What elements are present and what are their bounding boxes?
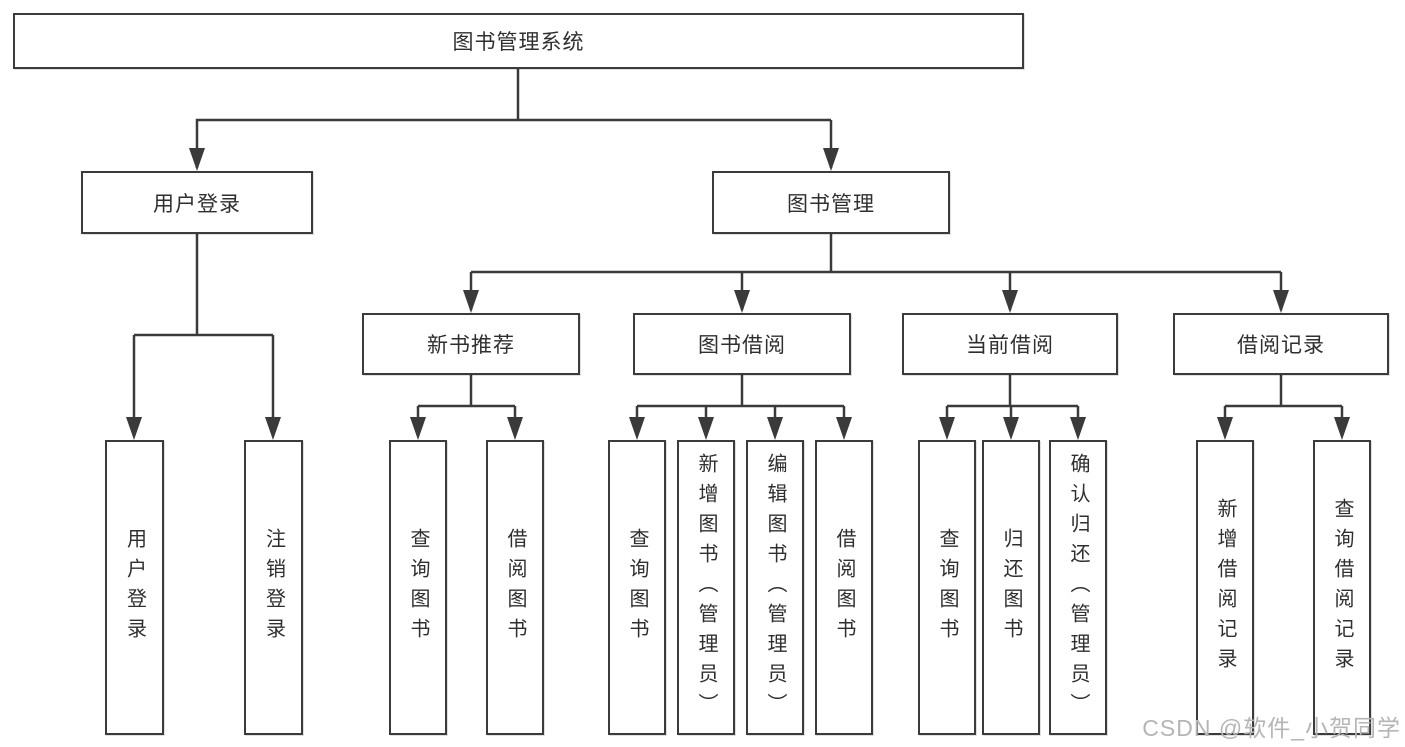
node-label: 借阅记录 <box>1237 334 1325 357</box>
node-label: 查询图书 <box>407 527 429 648</box>
node-label: 注销登录 <box>262 527 285 648</box>
leaf-query-books-current: 查询图书 <box>918 440 976 735</box>
node-new-book-recommendation: 新书推荐 <box>362 313 580 375</box>
leaf-add-borrow-record: 新增借阅记录 <box>1196 440 1254 735</box>
node-book-borrowing: 图书借阅 <box>633 313 851 375</box>
leaf-confirm-return-admin: 确认归还（管理员） <box>1049 440 1107 735</box>
node-label: 图书借阅 <box>698 334 786 357</box>
leaf-borrow-books: 借阅图书 <box>815 440 873 735</box>
node-label: 新增图书（管理员） <box>695 452 717 723</box>
node-label: 用户登录 <box>123 527 146 648</box>
node-label: 查询图书 <box>936 527 958 648</box>
node-label: 用户登录 <box>153 192 241 216</box>
leaf-borrow-books-recommend: 借阅图书 <box>486 440 544 735</box>
node-label: 借阅图书 <box>833 527 855 648</box>
node-label: 归还图书 <box>1000 527 1022 648</box>
leaf-return-book: 归还图书 <box>982 440 1040 735</box>
node-label: 图书管理 <box>787 192 875 216</box>
leaf-add-book-admin: 新增图书（管理员） <box>677 440 735 735</box>
node-current-borrowing: 当前借阅 <box>902 313 1118 375</box>
node-library-management-system: 图书管理系统 <box>13 13 1024 69</box>
node-label: 查询图书 <box>626 527 648 648</box>
node-user-login-module: 用户登录 <box>81 171 313 234</box>
node-label: 新增借阅记录 <box>1214 497 1236 678</box>
leaf-logout: 注销登录 <box>244 440 303 735</box>
node-book-management-module: 图书管理 <box>712 171 950 234</box>
node-borrowing-records: 借阅记录 <box>1173 313 1389 375</box>
node-label: 当前借阅 <box>966 334 1054 357</box>
leaf-query-borrow-record: 查询借阅记录 <box>1313 440 1371 735</box>
leaf-edit-book-admin: 编辑图书（管理员） <box>746 440 804 735</box>
node-label: 确认归还（管理员） <box>1067 452 1089 723</box>
leaf-query-books-recommend: 查询图书 <box>389 440 447 735</box>
node-label: 新书推荐 <box>427 334 515 357</box>
leaf-query-books-borrow: 查询图书 <box>608 440 666 735</box>
node-label: 查询借阅记录 <box>1331 497 1353 678</box>
node-label: 编辑图书（管理员） <box>764 452 786 723</box>
node-label: 借阅图书 <box>504 527 526 648</box>
leaf-user-login: 用户登录 <box>105 440 164 735</box>
node-label: 图书管理系统 <box>452 31 585 54</box>
